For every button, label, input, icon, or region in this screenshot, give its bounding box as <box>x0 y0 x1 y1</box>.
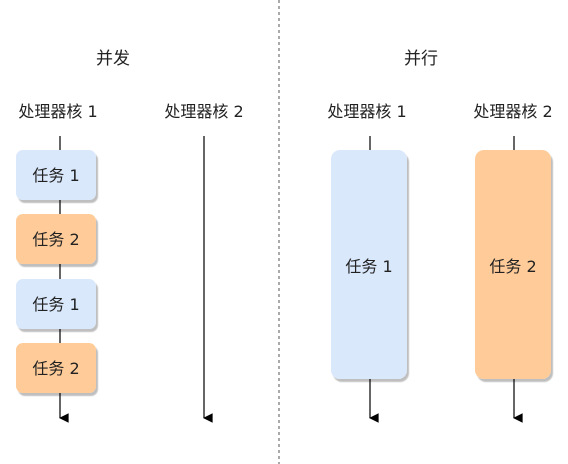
task-label: 任务 1 <box>32 166 79 185</box>
task-label: 任务 2 <box>489 257 536 276</box>
concurrency-core2-label: 处理器核 2 <box>164 102 243 121</box>
concurrency-task-2: 任务 2 <box>16 214 96 264</box>
concurrency-title: 并发 <box>96 49 130 69</box>
concurrency-core1-label: 处理器核 1 <box>18 102 97 121</box>
task-label: 任务 1 <box>32 295 79 314</box>
task-label: 任务 2 <box>32 230 79 249</box>
task-label: 任务 2 <box>32 359 79 378</box>
concurrency-task-3: 任务 1 <box>16 279 96 329</box>
parallelism-title: 并行 <box>404 49 438 69</box>
parallelism-core2-label: 处理器核 2 <box>473 102 552 121</box>
task-label: 任务 1 <box>345 257 392 276</box>
concurrency-task-4: 任务 2 <box>16 343 96 393</box>
concurrency-task-1: 任务 1 <box>16 150 96 200</box>
parallelism-task-2: 任务 2 <box>475 150 551 379</box>
parallelism-core1-label: 处理器核 1 <box>327 102 406 121</box>
parallelism-task-1: 任务 1 <box>331 150 407 379</box>
